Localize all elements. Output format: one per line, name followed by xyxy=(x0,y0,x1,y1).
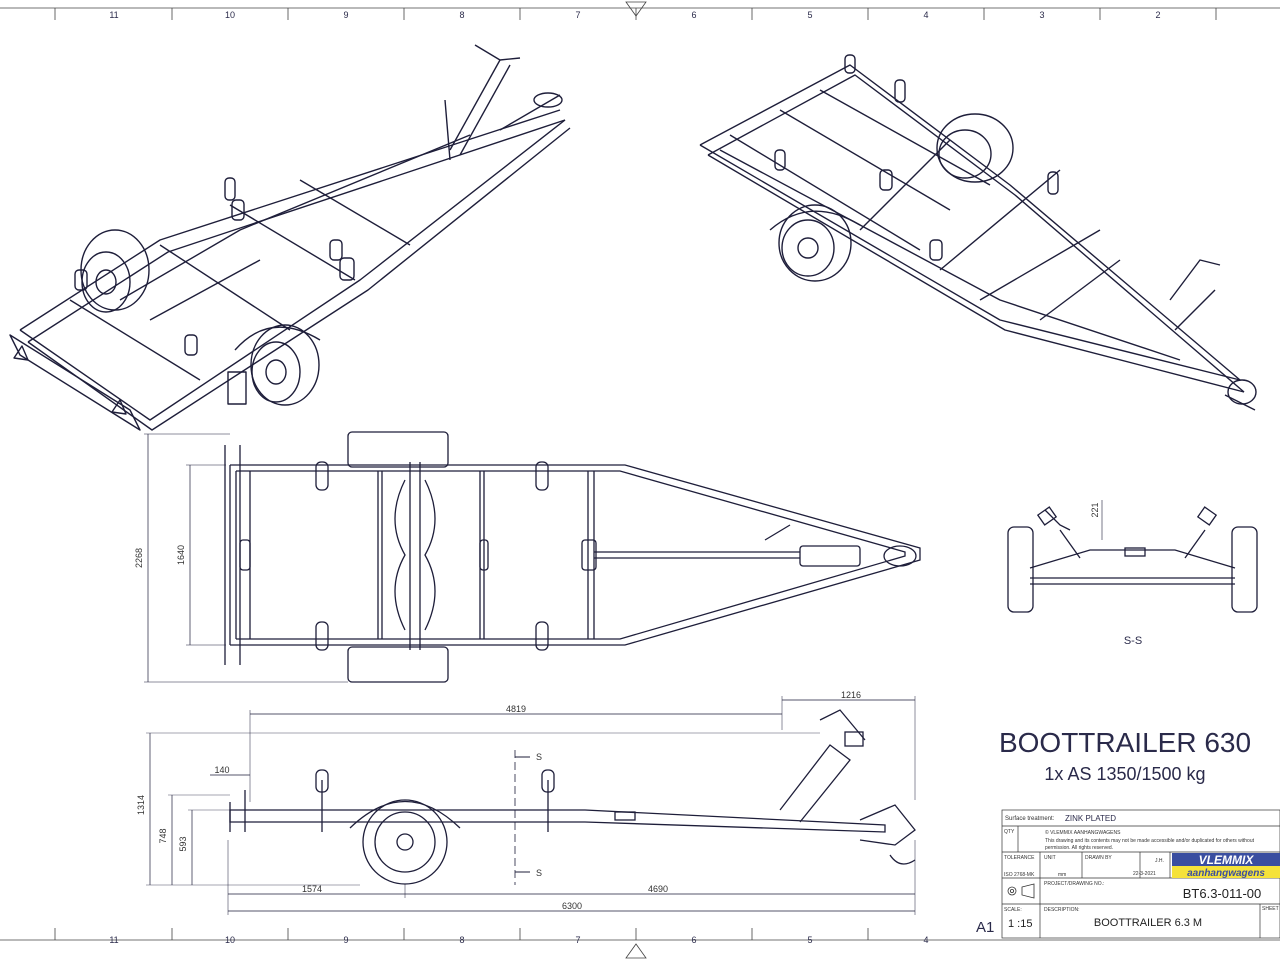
scale-label: SCALE: xyxy=(1004,907,1022,913)
description: BOOTTRAILER 6.3 M xyxy=(1094,917,1202,929)
drawing-title: BOOTTRAILER 630 xyxy=(999,727,1251,758)
copyright-line2: This drawing and its contents may not be… xyxy=(1045,838,1255,844)
copyright-line1: © VLEMMIX AANHANGWAGENS xyxy=(1045,829,1121,836)
tolerance-value: ISO 2768-MK xyxy=(1004,872,1035,878)
col-label-4-bottom: 4 xyxy=(923,935,928,945)
dim-overall-width: 2268 xyxy=(134,548,144,568)
vlemmix-logo: VLEMMIX aanhangwagens xyxy=(1172,853,1280,879)
tolerance-label: TOLERANCE xyxy=(1004,855,1035,861)
col-label-6: 6 xyxy=(691,10,696,20)
col-label-10-bottom: 10 xyxy=(225,935,235,945)
dim-overall-length: 6300 xyxy=(562,901,582,911)
section-marker-bottom: S xyxy=(536,868,542,878)
dim-frame-height: 748 xyxy=(158,828,168,843)
projection-symbol-icon xyxy=(1007,883,1035,899)
drawing-number: BT6.3-011-00 xyxy=(1183,886,1262,901)
dim-section-height: 221 xyxy=(1090,502,1100,517)
dim-inner-width: 1640 xyxy=(176,545,186,565)
drawn-by-label: DRAWN BY xyxy=(1085,855,1112,861)
qty-label: QTY xyxy=(1004,829,1015,835)
surface-label: Surface treatment: xyxy=(1005,816,1055,822)
col-label-11: 11 xyxy=(109,10,118,20)
unit-value: mm xyxy=(1058,872,1066,878)
dim-total-height: 1314 xyxy=(136,795,146,815)
sheet-label: SHEET xyxy=(1262,906,1279,912)
col-label-8-bottom: 8 xyxy=(459,935,464,945)
section-view xyxy=(1007,500,1258,613)
dim-axle-to-front: 4690 xyxy=(648,884,668,894)
col-label-7-bottom: 7 xyxy=(575,935,580,945)
dim-rear-overhang: 140 xyxy=(214,765,229,775)
dim-axle-position: 1574 xyxy=(302,884,322,894)
brand-sub: aanhangwagens xyxy=(1187,868,1265,879)
dim-frame-top: 593 xyxy=(178,836,188,851)
col-label-11-bottom: 11 xyxy=(109,935,118,945)
col-label-8: 8 xyxy=(459,10,464,20)
isometric-view-rear xyxy=(9,44,571,431)
side-view xyxy=(146,696,916,915)
dim-front-to-coupling: 4819 xyxy=(506,704,526,714)
col-label-2: 2 xyxy=(1155,10,1160,20)
col-label-9: 9 xyxy=(343,10,348,20)
col-label-3: 3 xyxy=(1039,10,1044,20)
top-view xyxy=(144,431,921,683)
col-label-5-bottom: 5 xyxy=(807,935,812,945)
sheet-size: A1 xyxy=(976,919,994,936)
section-marker-top: S xyxy=(536,752,542,762)
col-label-6-bottom: 6 xyxy=(691,935,696,945)
section-label: S-S xyxy=(1124,635,1142,647)
col-label-9-bottom: 9 xyxy=(343,935,348,945)
brand-name: VLEMMIX xyxy=(1199,853,1255,867)
dim-drawbar-extension: 1216 xyxy=(841,690,861,700)
col-label-10: 10 xyxy=(225,10,235,20)
col-label-7: 7 xyxy=(575,10,580,20)
unit-label: UNIT xyxy=(1044,855,1056,861)
scale-value: 1 :15 xyxy=(1008,918,1032,930)
surface-value: ZINK PLATED xyxy=(1065,814,1116,823)
drawing-date: 22-3-2021 xyxy=(1133,871,1156,877)
description-label: DESCRIPTION: xyxy=(1044,907,1080,913)
isometric-view-front xyxy=(699,54,1257,411)
col-label-5: 5 xyxy=(807,10,812,20)
copyright-line3: permission. All rights reserved. xyxy=(1045,845,1113,851)
drawing-subtitle: 1x AS 1350/1500 kg xyxy=(1044,764,1205,784)
col-label-4: 4 xyxy=(923,10,928,20)
drawn-by: J.H. xyxy=(1155,858,1164,864)
project-label: PROJECT/DRAWING NO.: xyxy=(1044,881,1104,887)
